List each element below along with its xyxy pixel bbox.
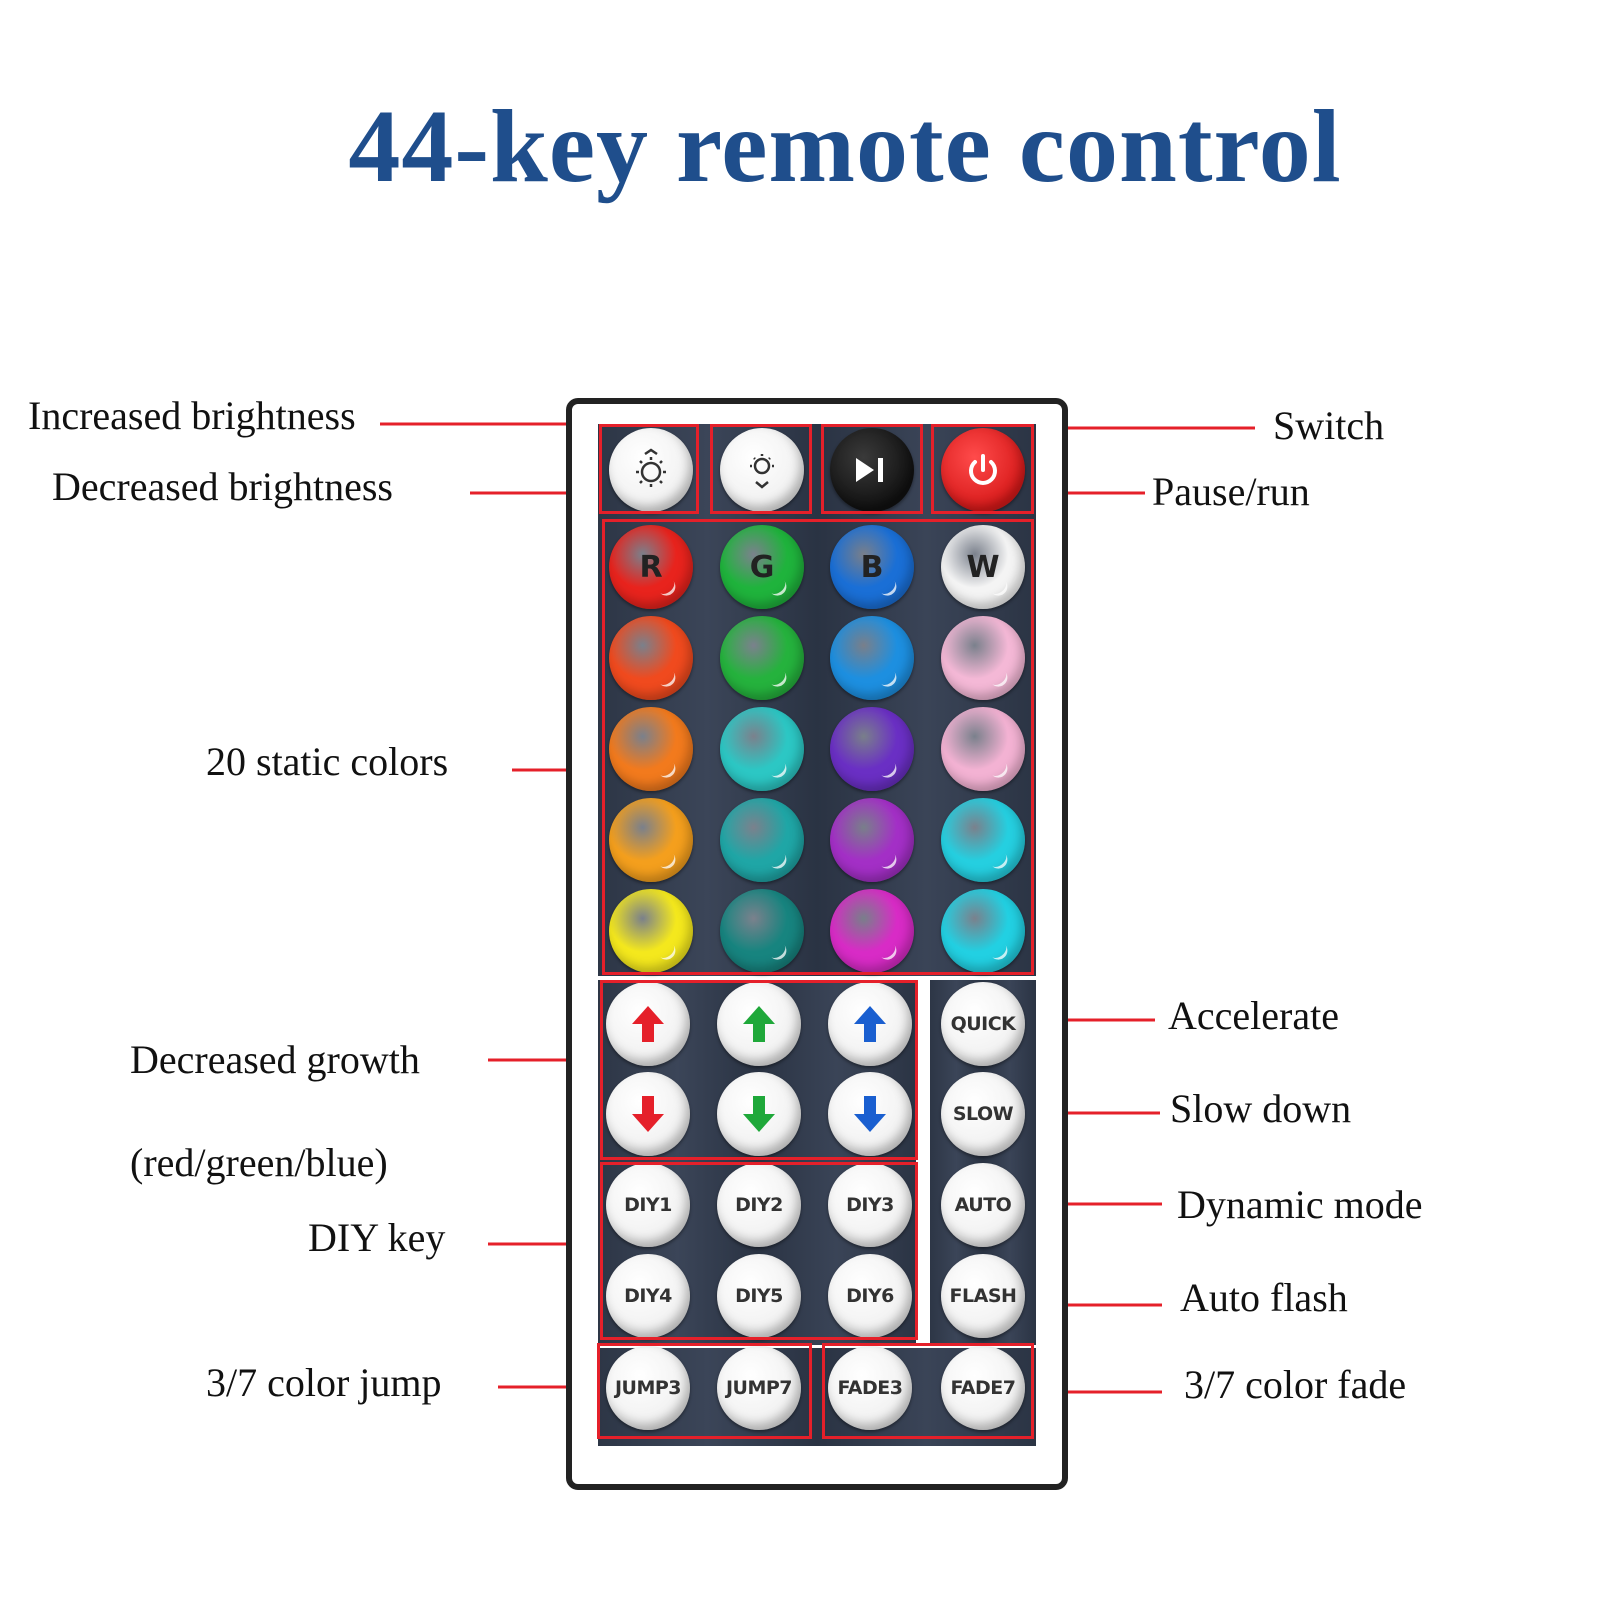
label-color-jump: 3/7 color jump	[206, 1360, 442, 1405]
color-key-r2-c1[interactable]	[609, 616, 693, 700]
diy1-button[interactable]: DIY1	[606, 1163, 690, 1247]
fade7-label: FADE7	[950, 1377, 1016, 1399]
label-decreased-growth-sub: (red/green/blue)	[130, 1140, 388, 1185]
blue-arrow-up-icon	[854, 1006, 886, 1042]
label-decreased-growth: Decreased growth	[130, 1037, 420, 1082]
green-up-button[interactable]	[717, 982, 801, 1066]
label-increased-brightness: Increased brightness	[28, 393, 356, 438]
label-switch: Switch	[1273, 403, 1385, 448]
color-key-r1-c1[interactable]: R	[609, 525, 693, 609]
label-color-fade: 3/7 color fade	[1184, 1362, 1407, 1407]
fade3-label: FADE3	[837, 1377, 903, 1399]
diy4-button[interactable]: DIY4	[606, 1254, 690, 1338]
diy2-button[interactable]: DIY2	[717, 1163, 801, 1247]
sun-down-icon	[750, 454, 774, 489]
jump3-label: JUMP3	[614, 1377, 682, 1399]
diy5-label: DIY5	[735, 1285, 783, 1307]
diy4-label: DIY4	[624, 1285, 672, 1307]
color-key-label-w: W	[966, 549, 1000, 585]
quick-label: QUICK	[950, 1013, 1016, 1035]
color-key-r2-c2[interactable]	[720, 616, 804, 700]
green-down-button[interactable]	[717, 1072, 801, 1156]
pause-run-button[interactable]	[830, 428, 914, 512]
label-static-colors: 20 static colors	[206, 739, 449, 784]
diy2-label: DIY2	[735, 1194, 783, 1216]
jump7-button[interactable]: JUMP7	[717, 1346, 801, 1430]
label-decreased-brightness: Decreased brightness	[52, 464, 393, 509]
box-static-colors	[602, 519, 1034, 975]
diy6-button[interactable]: DIY6	[828, 1254, 912, 1338]
label-diy-key: DIY key	[308, 1215, 446, 1260]
blue-arrow-down-icon	[854, 1096, 886, 1132]
box-switch	[931, 424, 1034, 514]
color-key-r4-c2[interactable]	[720, 798, 804, 882]
green-arrow-down-icon	[743, 1096, 775, 1132]
color-key-r2-c4[interactable]	[941, 616, 1025, 700]
color-key-r2-c3[interactable]	[830, 616, 914, 700]
color-key-r1-c4[interactable]: W	[941, 525, 1025, 609]
green-arrow-up-icon	[743, 1006, 775, 1042]
diy3-button[interactable]: DIY3	[828, 1163, 912, 1247]
power-switch-button[interactable]	[941, 428, 1025, 512]
color-key-r1-c3[interactable]: B	[830, 525, 914, 609]
auto-button[interactable]: AUTO	[941, 1163, 1025, 1247]
label-pause-run: Pause/run	[1152, 469, 1310, 514]
diy1-label: DIY1	[624, 1194, 672, 1216]
box-decreased-growth	[600, 980, 918, 1160]
auto-label: AUTO	[954, 1194, 1012, 1216]
color-key-r4-c3[interactable]	[830, 798, 914, 882]
color-key-r5-c1[interactable]	[609, 889, 693, 973]
blue-down-button[interactable]	[828, 1072, 912, 1156]
play-pause-icon	[856, 458, 883, 482]
power-icon	[969, 454, 997, 485]
fade7-button[interactable]: FADE7	[941, 1346, 1025, 1430]
color-key-r1-c2[interactable]: G	[720, 525, 804, 609]
slow-label: SLOW	[952, 1103, 1014, 1125]
label-dynamic-mode: Dynamic mode	[1177, 1182, 1423, 1227]
color-key-r4-c1[interactable]	[609, 798, 693, 882]
color-key-r3-c4[interactable]	[941, 707, 1025, 791]
blue-up-button[interactable]	[828, 982, 912, 1066]
flash-button[interactable]: FLASH	[941, 1254, 1025, 1338]
diy3-label: DIY3	[846, 1194, 894, 1216]
color-key-label-b: B	[860, 549, 884, 585]
flash-label: FLASH	[949, 1285, 1017, 1307]
box-decreased-brightness	[710, 424, 812, 514]
fade3-button[interactable]: FADE3	[828, 1346, 912, 1430]
box-increased-brightness	[599, 424, 699, 514]
color-key-r5-c3[interactable]	[830, 889, 914, 973]
red-arrow-down-icon	[632, 1096, 664, 1132]
brightness-down-button[interactable]	[720, 428, 804, 512]
quick-button[interactable]: QUICK	[941, 982, 1025, 1066]
color-key-r5-c2[interactable]	[720, 889, 804, 973]
page-title: 44-key remote control	[348, 89, 1342, 204]
color-key-label-r: R	[639, 549, 663, 585]
box-pause-run	[821, 424, 923, 514]
red-arrow-up-icon	[632, 1006, 664, 1042]
color-key-r4-c4[interactable]	[941, 798, 1025, 882]
sun-up-icon	[636, 448, 666, 487]
box-diy-key	[600, 1162, 918, 1340]
color-key-r3-c3[interactable]	[830, 707, 914, 791]
color-key-r5-c4[interactable]	[941, 889, 1025, 973]
red-up-button[interactable]	[606, 982, 690, 1066]
diy6-label: DIY6	[846, 1285, 894, 1307]
color-key-label-g: G	[749, 549, 775, 585]
brightness-up-button[interactable]	[609, 428, 693, 512]
jump7-label: JUMP7	[725, 1377, 793, 1399]
slow-button[interactable]: SLOW	[941, 1072, 1025, 1156]
color-key-r3-c2[interactable]	[720, 707, 804, 791]
color-key-r3-c1[interactable]	[609, 707, 693, 791]
label-accelerate: Accelerate	[1168, 993, 1339, 1038]
box-color-fade	[822, 1343, 1034, 1439]
box-color-jump	[597, 1343, 812, 1439]
diy5-button[interactable]: DIY5	[717, 1254, 801, 1338]
label-auto-flash: Auto flash	[1180, 1275, 1348, 1320]
label-slow-down: Slow down	[1170, 1086, 1352, 1131]
jump3-button[interactable]: JUMP3	[606, 1346, 690, 1430]
red-down-button[interactable]	[606, 1072, 690, 1156]
